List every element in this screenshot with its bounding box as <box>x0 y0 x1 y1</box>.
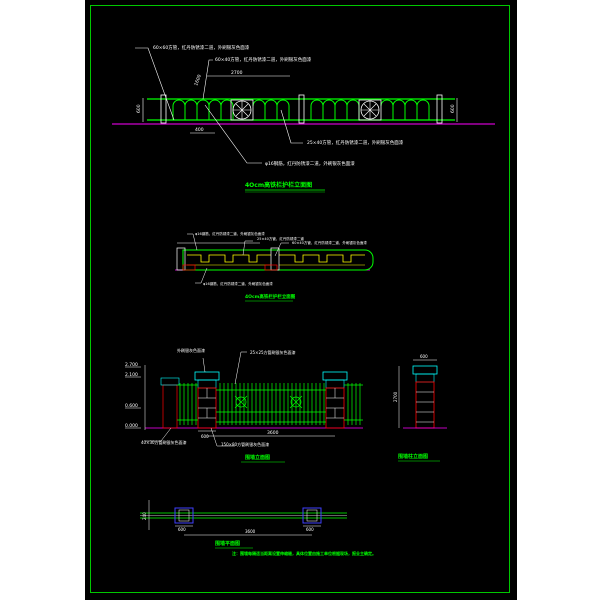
base-block-left <box>182 264 196 271</box>
elev-label-1: 2.700 <box>125 362 138 368</box>
post-mid <box>270 247 280 271</box>
elev-label-3: 0.600 <box>125 403 138 409</box>
arch-pattern-right <box>310 99 430 120</box>
plan-pier-right-inner <box>306 509 318 522</box>
dim-pier-label: 600 <box>201 434 209 439</box>
leader-f2 <box>234 351 247 385</box>
post <box>436 94 443 124</box>
fence-bars-left <box>177 383 198 425</box>
pier-right <box>322 371 348 429</box>
post <box>160 94 167 124</box>
dim-mid-label: 1600 <box>193 74 203 87</box>
leader-2a <box>187 233 198 251</box>
elevation-2-title: 4Ocm高铁栏护栏立面图 <box>245 293 296 300</box>
dim-left-label: 600 <box>136 104 142 113</box>
cad-drawing: 60×60方管，红丹防锈漆二道，外刷银灰色面漆 60×40方管，红丹防锈漆二道，… <box>112 44 495 556</box>
pier-partial-cap <box>160 377 180 386</box>
leader-f1 <box>202 357 206 373</box>
railing-pattern <box>187 254 365 263</box>
fence-callout-top: 外刷银灰色面漆 <box>177 347 205 353</box>
medallion-right <box>358 99 382 121</box>
leader-2b <box>242 240 253 256</box>
pier-elevation: 600 2700 围墙柱立面图 <box>393 354 447 462</box>
callout-3: 25×40方管，红丹防锈漆二道，外刷银灰色面漆 <box>307 139 404 146</box>
elevation-2: φ16钢筋，红丹防锈漆二道，外刷银灰色面漆 25×40方管，红丹防锈漆二道 60… <box>175 231 374 302</box>
dim-span-label: 3600 <box>267 430 279 436</box>
pier-partial-left <box>162 384 178 429</box>
leader-4 <box>204 104 262 164</box>
base-block-mid <box>264 264 278 271</box>
e2-callout-3: 60×40方管，红丹防锈漆二道，外刷银灰色面漆 <box>292 240 367 245</box>
elevation-1-title: 4Ocm高铁栏护栏立面图 <box>245 181 312 189</box>
leader-2c <box>274 242 289 257</box>
fence-callout-bottom: 150×80方管刷银灰色面漆 <box>221 441 269 447</box>
pier-joints <box>416 391 434 423</box>
dim-bottom-label: 400 <box>195 127 204 133</box>
elev-label-2: 2.100 <box>125 372 138 378</box>
pier-left <box>194 371 220 429</box>
elev-label-4: 0.000 <box>125 423 138 429</box>
plan-dim-left-label: 240 <box>142 512 147 520</box>
plan-title: 围墙平面图 <box>215 540 240 547</box>
fence-bars-mid <box>216 383 326 425</box>
elevation-markers <box>125 365 146 430</box>
plan-pier-right <box>302 507 322 524</box>
pier-collar <box>415 373 435 383</box>
fence-bars-right <box>344 383 363 425</box>
fence-plan: 3600 600 600 240 围墙平面图 注：围墙每隔适当距离设置伸缩缝，具… <box>140 500 376 556</box>
medallion-left <box>230 99 254 121</box>
callout-1: 60×60方管，红丹防锈漆二道，外刷银灰色面漆 <box>153 44 250 51</box>
plan-dim-span-label: 3600 <box>245 529 256 534</box>
leader-1 <box>135 47 175 121</box>
leader-f3 <box>145 427 172 442</box>
fence-ornaments <box>234 395 303 409</box>
post <box>298 94 305 124</box>
e2-callout-bottom: φ16钢筋，红丹防锈漆二道，外刷银灰色面漆 <box>203 281 273 286</box>
fence-elevation: 2.700 2.100 0.600 0.000 3600 600 外刷银灰色面漆… <box>125 347 363 463</box>
pier-dim-side-label: 2700 <box>393 391 398 402</box>
dim-top-label: 2700 <box>231 70 243 76</box>
pier-dim-top-label: 600 <box>420 354 428 359</box>
leader-2d <box>195 267 208 284</box>
drawing-sheet: 60×60方管，红丹防锈漆二道，外刷银灰色面漆 60×40方管，红丹防锈漆二道，… <box>85 0 517 600</box>
fence-callout-left: 40×30方管刷银灰色面漆 <box>141 439 187 445</box>
callout-4: φ16钢筋，红丹防锈漆二道，外刷银灰色面漆 <box>265 160 355 167</box>
plan-pier-left-inner <box>178 509 190 522</box>
leader-3 <box>280 109 303 144</box>
pier-shaft <box>415 381 435 429</box>
fence-title: 围墙立面图 <box>245 454 270 461</box>
plan-dim-pier-1-label: 600 <box>178 527 186 532</box>
railing-outline <box>182 249 374 271</box>
plan-dim-pier-2-label: 600 <box>306 527 314 532</box>
e2-callout-1: φ16钢筋，红丹防锈漆二道，外刷银灰色面漆 <box>195 231 265 236</box>
leader-2 <box>202 59 213 100</box>
drawing-frame <box>90 5 510 593</box>
plan-pier-left <box>174 507 194 524</box>
callout-2: 60×40方管，红丹防锈漆二道，外刷银灰色面漆 <box>215 56 312 63</box>
dim-right-label: 600 <box>450 104 456 113</box>
plan-note: 注：围墙每隔适当距离设置伸缩缝，具体位置由施工单位根据现场，报业主确定。 <box>232 550 376 556</box>
leader-f4 <box>210 427 235 447</box>
post-left <box>176 247 186 271</box>
pier-title: 围墙柱立面图 <box>398 453 428 460</box>
arch-pattern-left <box>172 99 290 120</box>
elevation-1: 60×60方管，红丹防锈漆二道，外刷银灰色面漆 60×40方管，红丹防锈漆二道，… <box>112 44 495 193</box>
fence-callout-mid: 25×25方管刷银灰色面漆 <box>250 349 296 355</box>
e2-callout-2: 25×40方管，红丹防锈漆二道 <box>257 236 304 241</box>
pier-cap <box>412 365 438 375</box>
